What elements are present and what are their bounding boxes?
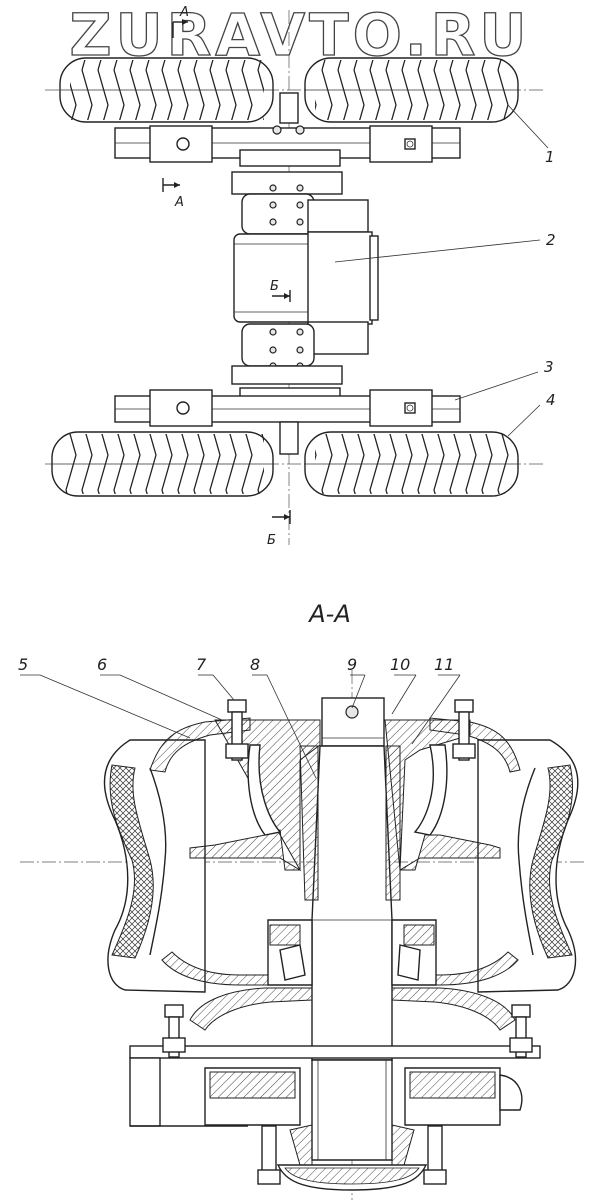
bolts: [162, 699, 533, 1185]
section-b-label-bottom: Б: [267, 533, 276, 548]
section-a-label-left: А: [174, 195, 184, 210]
axle-shaft: [299, 697, 401, 1061]
lower-balance-beam: [114, 387, 461, 455]
upper-bearing: [267, 919, 437, 986]
plan-callouts: 1 2 3 4: [334, 104, 556, 437]
callout-3: 3: [544, 358, 554, 376]
wheel-hub: [189, 719, 501, 872]
callout-2: 2: [546, 231, 556, 249]
section-b-marker-bottom: Б: [267, 510, 291, 548]
section-callouts: 5 6 7 8 9 10 11: [18, 655, 461, 779]
lower-left-wheel: [51, 431, 274, 497]
section-a-marker-left: А: [162, 178, 184, 210]
callout-8: 8: [250, 655, 260, 674]
section-b-label-mid: Б: [270, 279, 279, 294]
bolt-top-left: [227, 699, 247, 713]
bolt-bottom-right: [427, 1125, 443, 1177]
section-a-label-top: А: [179, 5, 189, 20]
plan-view: А А Б Б 1 2 3 4: [45, 5, 556, 548]
bolt-mid-right: [511, 1004, 531, 1018]
callout-7: 7: [196, 655, 207, 674]
callout-4: 4: [546, 391, 556, 409]
central-body: [233, 231, 379, 325]
lower-bracket: [231, 321, 369, 385]
callout-1: 1: [545, 148, 555, 166]
lower-housing: [129, 987, 541, 1127]
callout-11: 11: [434, 655, 454, 674]
upper-bracket: [231, 171, 369, 235]
callout-10: 10: [390, 655, 410, 674]
upper-balance-beam: [114, 92, 461, 167]
callout-9: 9: [347, 655, 357, 674]
bolt-mid-left: [164, 1004, 184, 1018]
bolt-bottom-left: [261, 1125, 277, 1177]
upper-right-wheel: [304, 57, 519, 123]
section-title: А-А: [307, 600, 351, 628]
section-b-marker-mid: Б: [270, 279, 291, 302]
left-tire-section: [103, 739, 206, 993]
lower-right-wheel: [304, 431, 519, 497]
section-view: 5 6 7 8 9 10 11: [18, 655, 585, 1200]
lower-bearing-cap: [276, 1059, 428, 1191]
section-a-marker-top: А: [172, 5, 189, 38]
callout-5: 5: [18, 655, 28, 674]
bolt-top-right: [454, 699, 474, 713]
callout-6: 6: [97, 655, 107, 674]
right-tire-section: [477, 739, 579, 993]
upper-left-wheel: [59, 57, 274, 123]
